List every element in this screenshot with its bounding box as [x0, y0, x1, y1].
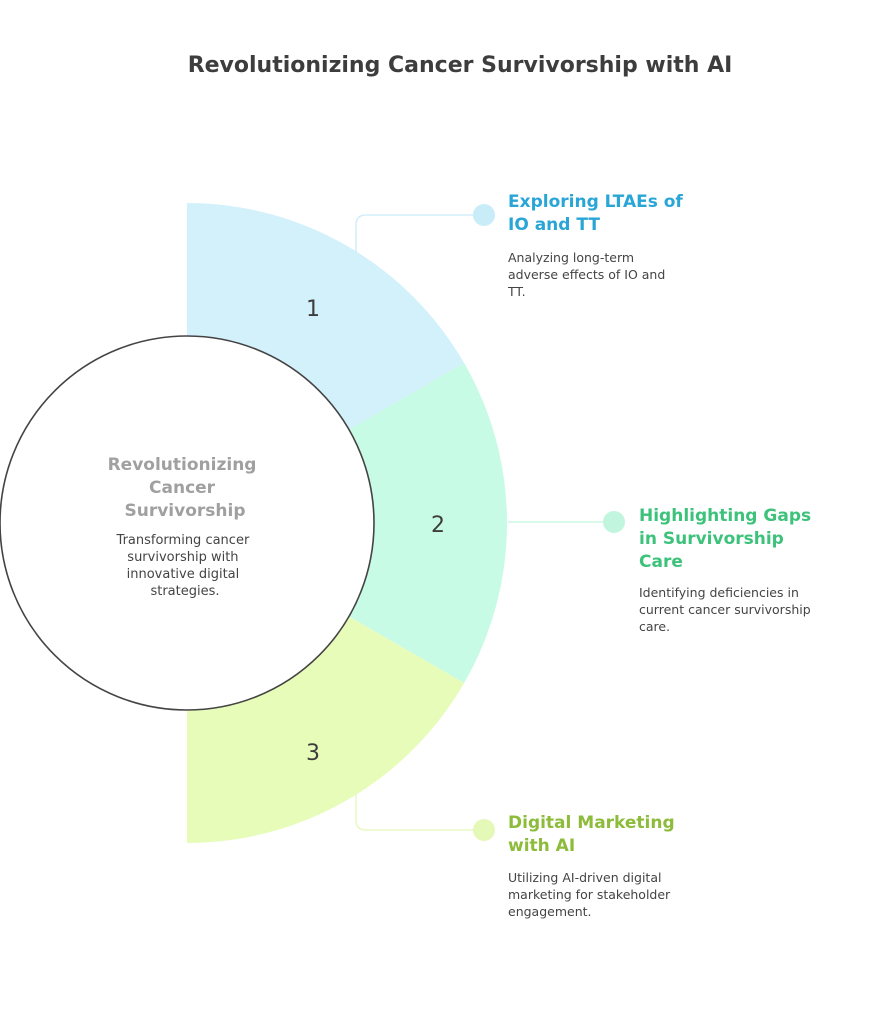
item-2-title-line-2: in Survivorship	[639, 529, 784, 549]
center-desc-line-4: strategies.	[150, 584, 219, 599]
center-desc-line-2: survivorship with	[127, 550, 238, 565]
item-1-title-line-1: Exploring LTAEs of	[508, 192, 683, 212]
item-2-title-line-1: Highlighting Gaps	[639, 506, 811, 526]
item-1-desc-line-3: TT.	[507, 284, 526, 299]
center-title-line-3: Survivorship	[124, 501, 245, 521]
segment-2: 2	[348, 363, 508, 683]
connector-3	[355, 794, 476, 831]
item-3-desc-line-3: engagement.	[508, 904, 592, 919]
segment-2-arc	[348, 363, 508, 683]
item-1-description: Analyzing long-term adverse effects of I…	[507, 250, 669, 299]
item-3-desc-line-2: marketing for stakeholder	[508, 887, 671, 902]
item-2-desc-line-1: Identifying deficiencies in	[639, 585, 799, 600]
item-2-desc-line-2: current cancer survivorship	[639, 602, 811, 617]
item-1-title-line-2: IO and TT	[508, 215, 600, 235]
item-3-title-line-2: with AI	[508, 836, 575, 856]
connector-3-dot	[473, 819, 495, 841]
center-title-line-2: Cancer	[149, 478, 216, 498]
center-circle	[0, 335, 375, 711]
segment-1-arc	[187, 203, 465, 430]
connector-2-dot	[603, 511, 625, 533]
segment-1-number: 1	[306, 297, 320, 322]
item-3-description: Utilizing AI-driven digital marketing fo…	[508, 870, 674, 919]
connector-1	[355, 214, 476, 252]
item-1-desc-line-1: Analyzing long-term	[508, 250, 634, 265]
item-3-title-line-1: Digital Marketing	[508, 813, 675, 833]
segment-1: 1	[187, 203, 465, 430]
item-3-desc-line-1: Utilizing AI-driven digital	[508, 870, 661, 885]
segment-2-number: 2	[431, 513, 445, 538]
item-2-title-line-3: Care	[639, 552, 683, 572]
segment-3-number: 3	[306, 741, 320, 766]
segment-3: 3	[187, 616, 465, 843]
center-title-line-1: Revolutionizing	[108, 455, 257, 475]
item-2-desc-line-3: care.	[639, 619, 670, 634]
item-2-description: Identifying deficiencies in current canc…	[639, 585, 815, 634]
diagram-title: Revolutionizing Cancer Survivorship with…	[188, 53, 733, 78]
item-3-title: Digital Marketing with AI	[508, 813, 681, 856]
item-1-desc-line-2: adverse effects of IO and	[508, 267, 665, 282]
center-desc-line-1: Transforming cancer	[116, 533, 250, 548]
center-desc-line-3: innovative digital	[127, 567, 240, 582]
segment-3-arc	[187, 616, 465, 843]
item-2-title: Highlighting Gaps in Survivorship Care	[639, 506, 817, 572]
center-description: Transforming cancer survivorship with in…	[116, 533, 254, 599]
item-1-title: Exploring LTAEs of IO and TT	[508, 192, 689, 235]
center-title: Revolutionizing Cancer Survivorship	[108, 455, 263, 521]
connector-1-dot	[473, 204, 495, 226]
